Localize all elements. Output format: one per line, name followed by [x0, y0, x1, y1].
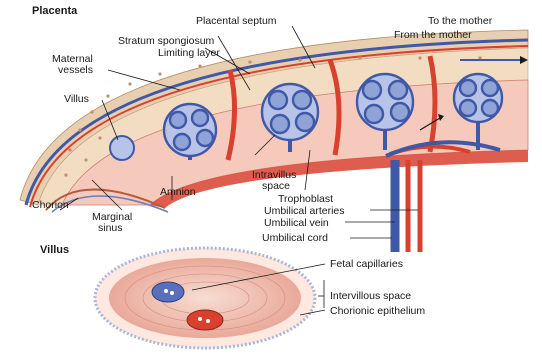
blood-cell: [170, 291, 174, 295]
villus-2: [262, 84, 318, 140]
chorionic-epithelium-label: Chorionic epithelium: [330, 305, 425, 317]
amnion-label: Amnion: [160, 186, 196, 198]
trophoblast-label: Trophoblast: [278, 193, 333, 205]
villus-small: [110, 136, 134, 160]
stratum-spongiosum-label: Stratum spongiosum: [118, 35, 215, 47]
villus-heading: Villus: [40, 244, 69, 256]
marginal-sinus-label-2: sinus: [98, 222, 123, 234]
placenta-heading: Placenta: [32, 5, 78, 17]
to-the-mother-label: To the mother: [428, 15, 493, 27]
from-the-mother-label: From the mother: [394, 29, 472, 41]
intravillus-space-label-2: space: [262, 180, 290, 192]
villus-label: Villus: [64, 93, 89, 105]
blood-cell: [206, 319, 210, 323]
fetal-capillary-red: [187, 310, 223, 330]
villus-1: [164, 104, 216, 156]
maternal-vessels-label-2: vessels: [58, 64, 93, 76]
umbilical-cord-label: Umbilical cord: [262, 232, 328, 244]
placental-septum-label: Placental septum: [196, 15, 277, 27]
fetal-capillaries-label: Fetal capillaries: [330, 258, 403, 270]
intervillous-space-label: Intervillous space: [330, 290, 411, 302]
umbilical-arteries-label: Umbilical arteries: [264, 205, 345, 217]
blood-cell: [164, 289, 168, 293]
chorion-label: Chorion: [32, 199, 69, 211]
blood-cell: [198, 317, 202, 321]
umbilical-vein-label: Umbilical vein: [264, 217, 329, 229]
villus-4: [454, 74, 502, 122]
fetal-capillary-blue: [152, 282, 184, 302]
limiting-layer-label: Limiting layer: [158, 47, 220, 59]
villus-cross-section: [95, 248, 315, 348]
villus-3: [357, 74, 413, 130]
